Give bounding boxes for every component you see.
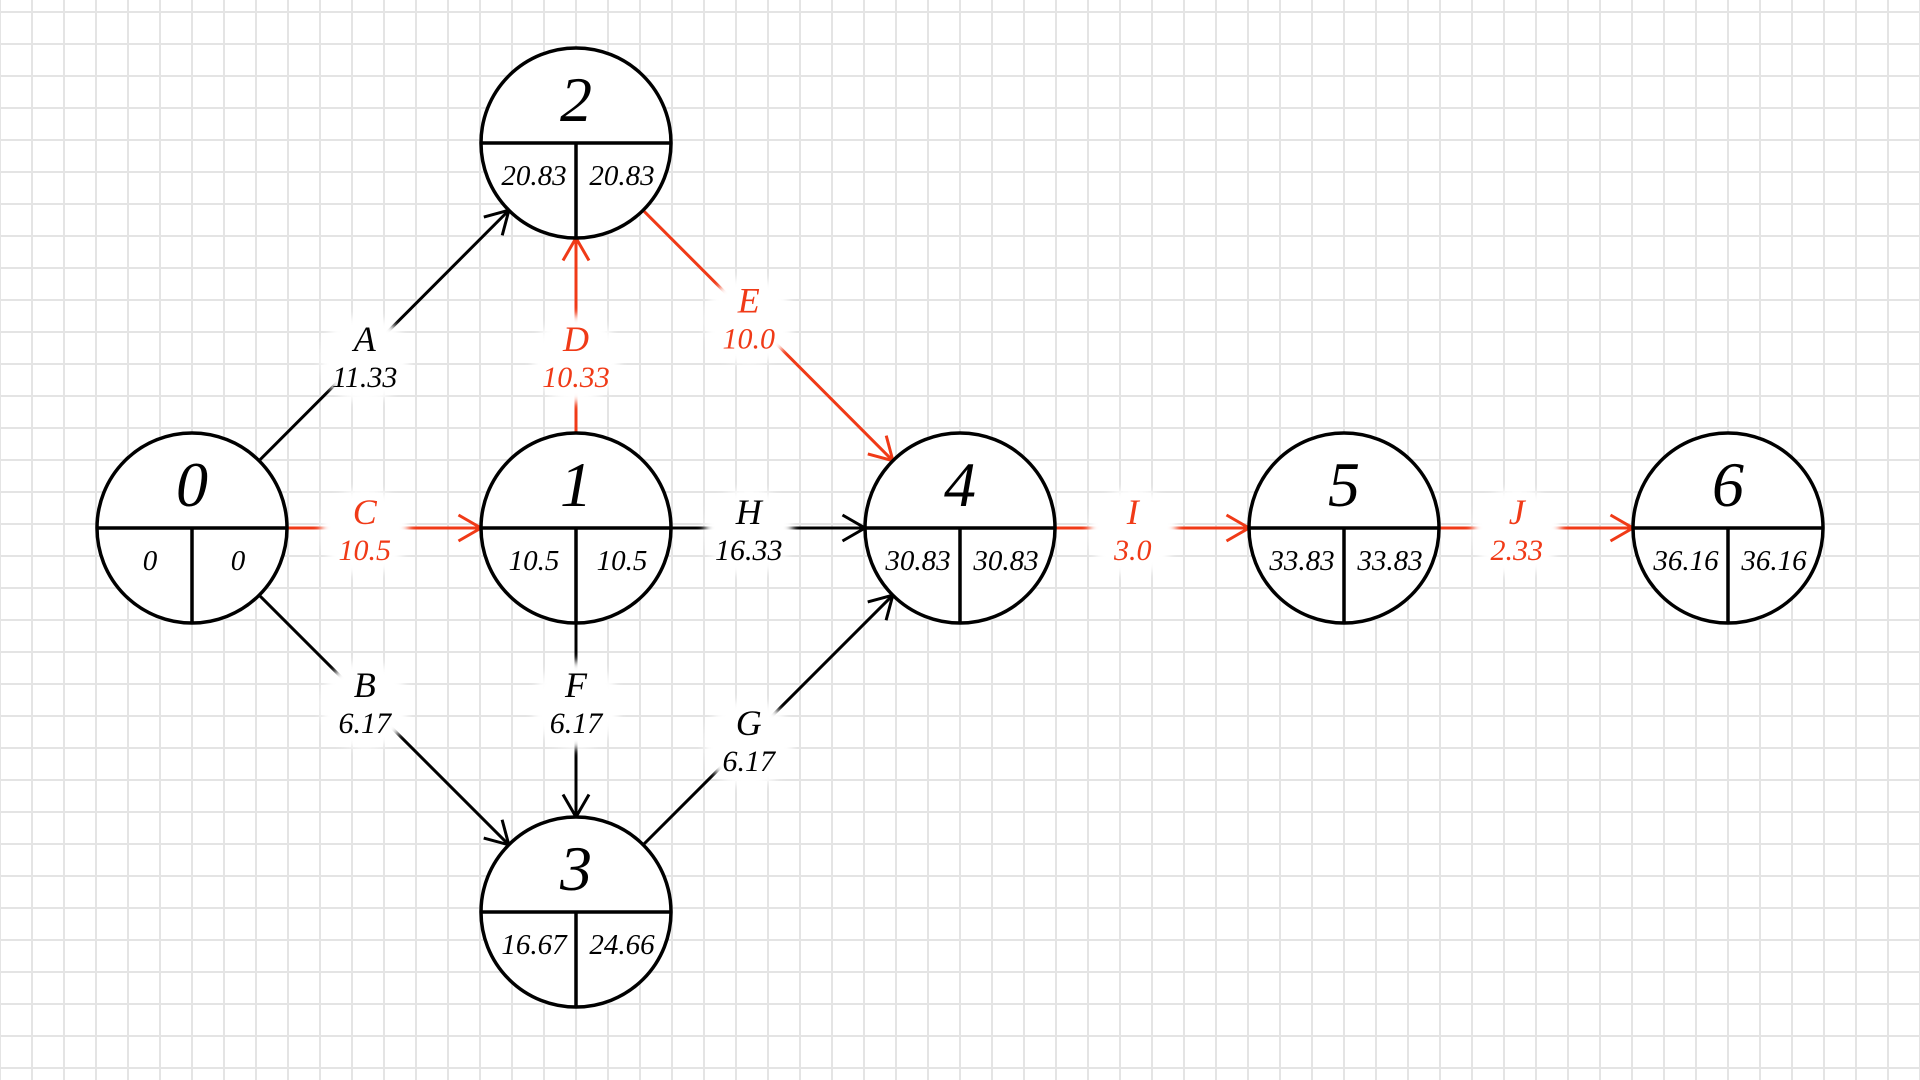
node-number: 5 [1328,449,1360,520]
node-number: 0 [176,449,208,520]
label-halo [532,314,620,403]
node-4[interactable]: 4 30.83 30.83 [863,431,1057,625]
edge-H[interactable]: H16.33 [671,488,869,576]
edge-F[interactable]: F6.17 [532,623,620,821]
edge-G[interactable]: G6.17 [642,593,895,846]
node-earliest-start: 30.83 [884,545,950,577]
activity-duration: 10.5 [339,534,392,567]
activity-duration: 6.17 [723,745,778,778]
activity-name: D [562,319,589,359]
activity-name: I [1126,492,1141,532]
node-latest-finish: 30.83 [972,545,1038,577]
activity-name: C [353,492,378,532]
node-number: 1 [560,449,592,520]
label-halo [704,699,793,788]
node-latest-finish: 24.66 [589,929,655,961]
node-earliest-start: 10.5 [509,545,560,577]
label-halo [532,660,620,749]
activity-name: F [564,665,588,705]
activity-duration: 6.17 [339,707,394,740]
node-latest-finish: 33.83 [1356,545,1422,577]
node-earliest-start: 20.83 [501,160,566,192]
label-halo [320,488,409,576]
activity-duration: 16.33 [715,534,783,567]
edge-D[interactable]: D10.33 [532,234,620,433]
activity-name: A [352,319,377,359]
edge-I[interactable]: I3.0 [1055,488,1252,576]
node-number: 6 [1712,449,1744,520]
label-halo [704,276,793,365]
activity-duration: 6.17 [550,707,605,740]
node-number: 4 [944,449,976,520]
node-earliest-start: 36.16 [1652,545,1719,577]
edge-B[interactable]: B6.17 [258,594,511,847]
node-5[interactable]: 5 33.83 33.83 [1247,431,1441,625]
node-1[interactable]: 110.5 10.5 [479,431,673,625]
activity-duration: 10.33 [542,361,610,394]
node-number: 2 [560,64,592,135]
node-latest-finish: 0 [231,545,246,577]
label-halo [320,314,409,403]
activity-duration: 11.33 [332,361,397,394]
activity-name: E [737,280,760,320]
label-halo [704,488,793,576]
label-halo [1472,488,1561,576]
label-halo [1088,488,1177,576]
activity-name: J [1509,492,1527,532]
node-earliest-start: 0 [143,545,158,577]
edge-J[interactable]: J2.33 [1439,488,1636,576]
edge-E[interactable]: E10.0 [642,209,896,463]
node-earliest-start: 33.83 [1268,545,1334,577]
node-number: 3 [559,833,592,904]
activity-name: G [736,703,762,743]
edge-A[interactable]: A11.33 [258,208,512,462]
node-earliest-start: 16.67 [501,929,568,961]
node-6[interactable]: 6 36.16 36.16 [1631,431,1825,625]
label-halo [320,660,409,749]
activity-name: H [735,492,764,532]
node-2[interactable]: 2 20.83 20.83 [479,46,673,240]
activity-duration: 3.0 [1113,534,1152,567]
activity-duration: 2.33 [1491,534,1544,567]
node-3[interactable]: 3 16.67 24.66 [479,815,673,1009]
edge-C[interactable]: C10.5 [287,488,485,576]
node-latest-finish: 10.5 [597,545,648,577]
node-latest-finish: 20.83 [589,160,654,192]
activity-duration: 10.0 [723,322,776,355]
activity-name: B [354,665,376,705]
node-latest-finish: 36.16 [1740,545,1807,577]
